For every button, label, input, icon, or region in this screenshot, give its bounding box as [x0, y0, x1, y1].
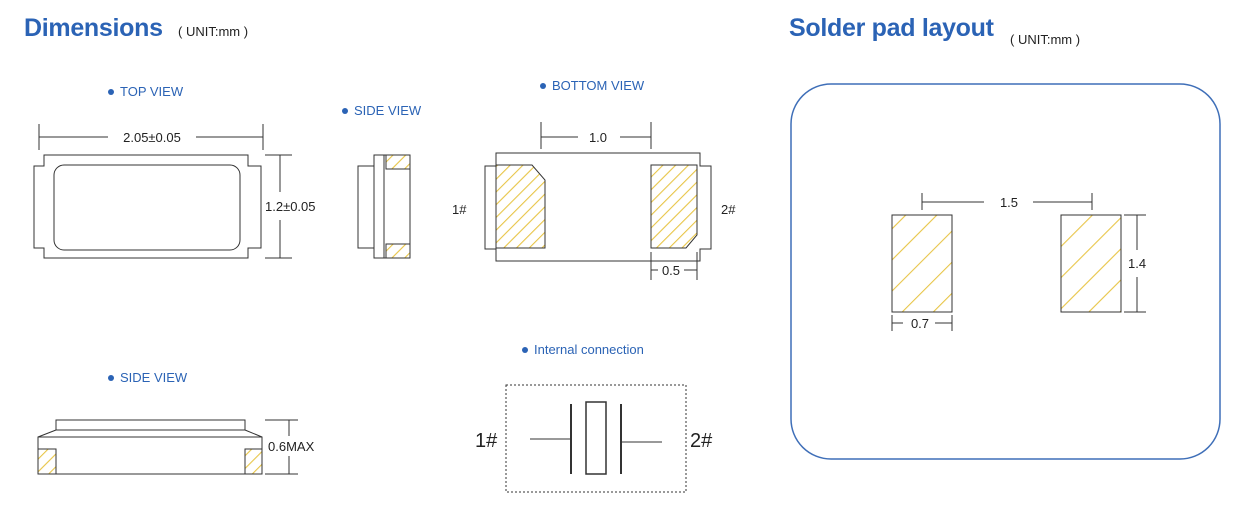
dimensions-unit: ( UNIT:mm )	[178, 24, 249, 39]
solder-pad-unit: ( UNIT:mm )	[1010, 32, 1081, 47]
side-view-text: SIDE VIEW	[120, 370, 188, 385]
bottom-view	[484, 122, 712, 280]
internal-connection-text: Internal connection	[534, 342, 644, 357]
side-height-dim: 0.6MAX	[268, 439, 315, 454]
solder-pad-left	[891, 214, 953, 313]
bottom-pad-right	[650, 164, 698, 249]
solder-pad-panel	[790, 83, 1221, 460]
bottom-pad-left	[495, 164, 546, 249]
dimensions-title: Dimensions	[24, 14, 163, 42]
bullet-icon	[342, 107, 348, 114]
bottom-pad-width-dim: 0.5	[662, 263, 680, 278]
top-view-label: TOP VIEW	[108, 84, 183, 99]
bottom-view-outline	[484, 152, 712, 262]
solder-pad-height-dim: 1.4	[1128, 256, 1146, 271]
bullet-icon	[108, 374, 114, 381]
top-view-inner	[53, 164, 241, 251]
side-view-label-large: SIDE VIEW	[108, 370, 187, 385]
side-pad-top	[385, 154, 411, 170]
side-view-small	[357, 154, 411, 259]
conn-pin1-label: 1#	[475, 430, 498, 452]
bottom-view-text: BOTTOM VIEW	[552, 78, 645, 93]
bottom-view-label: BOTTOM VIEW	[540, 78, 644, 93]
internal-connection	[505, 384, 687, 493]
conn-pin2-label: 2#	[690, 430, 713, 452]
solder-pad-width-dim: 0.7	[911, 316, 929, 331]
crystal-element	[585, 401, 607, 475]
solder-pad-right	[1060, 214, 1122, 313]
internal-connection-label: Internal connection	[522, 342, 644, 357]
side-view-label-small: SIDE VIEW	[342, 103, 421, 118]
top-width-dim: 1.2±0.05	[265, 199, 316, 214]
bullet-icon	[522, 346, 528, 353]
side-view-text: SIDE VIEW	[354, 103, 422, 118]
solder-pitch-dim: 1.5	[1000, 195, 1018, 210]
bottom-spacing-dim: 1.0	[589, 130, 607, 145]
top-length-dim: 2.05±0.05	[123, 130, 181, 145]
top-view-text: TOP VIEW	[120, 84, 184, 99]
side-pad-bottom	[385, 243, 411, 259]
solder-panel-border	[790, 83, 1221, 460]
pin2-label: 2#	[721, 202, 736, 217]
top-view	[33, 124, 292, 259]
solder-pad-title: Solder pad layout	[789, 14, 994, 42]
side-large-pad-left	[37, 448, 57, 475]
side-view-large	[37, 419, 298, 475]
connection-box	[505, 384, 687, 493]
bullet-icon	[108, 88, 114, 95]
top-view-outline	[33, 154, 262, 259]
pin1-label: 1#	[452, 202, 467, 217]
side-large-pad-right	[244, 448, 263, 475]
bullet-icon	[540, 82, 546, 89]
